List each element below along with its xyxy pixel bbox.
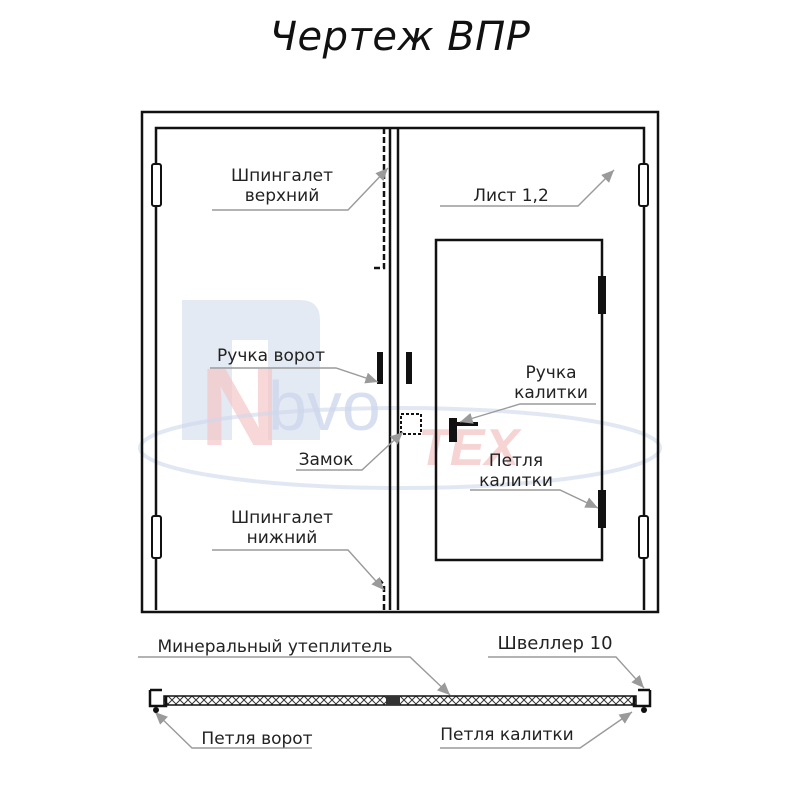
cross-section	[148, 688, 652, 713]
lock	[400, 413, 422, 435]
leader-sheet	[440, 169, 615, 207]
label-wicket-hinge-bottom: Петля калитки	[440, 725, 574, 745]
bottom-bolt	[377, 577, 386, 610]
leader-gate-hinge	[154, 711, 312, 749]
left-gate-handle	[377, 352, 383, 384]
leader-lock	[296, 431, 404, 471]
label-channel: Швеллер 10	[497, 633, 613, 654]
label-lock: Замок	[298, 450, 354, 470]
leader-wicket-handle	[459, 403, 596, 424]
label-wicket-handle: Ручка калитки	[514, 363, 588, 403]
wicket-hinge-top	[598, 276, 606, 314]
label-bolt-bottom: Шпингалет нижний	[230, 508, 334, 548]
leader-bolt-bottom	[212, 549, 385, 591]
label-wicket-hinge: Петля калитки	[479, 451, 553, 491]
right-gate-handle	[406, 352, 412, 384]
drawing-title: Чертеж ВПР	[269, 14, 531, 60]
leader-channel	[488, 656, 645, 689]
wicket-hinge-bottom	[598, 490, 606, 528]
label-insulation: Минеральный утеплитель	[157, 637, 393, 657]
label-sheet: Лист 1,2	[473, 186, 549, 206]
gate-hinge-top-right	[638, 163, 649, 207]
gate-hinge-bottom-right	[638, 515, 649, 559]
leader-wicket-hinge	[470, 489, 599, 509]
leader-bolt-top	[212, 167, 389, 211]
wicket-handle-plate	[449, 418, 457, 442]
label-gate-handle: Ручка ворот	[217, 346, 325, 366]
leader-gate-handle	[210, 367, 379, 384]
gate-frame-inner	[154, 126, 646, 610]
leader-wicket-hinge-bottom	[440, 711, 633, 749]
watermark-text: bvo	[268, 367, 381, 445]
label-gate-hinge: Петля ворот	[201, 729, 313, 749]
gate-frame-outer	[140, 110, 660, 614]
leader-insulation	[138, 656, 451, 696]
gate-hinge-top-left	[151, 163, 162, 207]
wicket-door	[434, 238, 604, 562]
top-bolt	[372, 128, 386, 270]
gate-hinge-bottom-left	[151, 515, 162, 559]
watermark-letter: N	[200, 346, 279, 469]
label-bolt-top: Шпингалет верхний	[230, 166, 334, 206]
